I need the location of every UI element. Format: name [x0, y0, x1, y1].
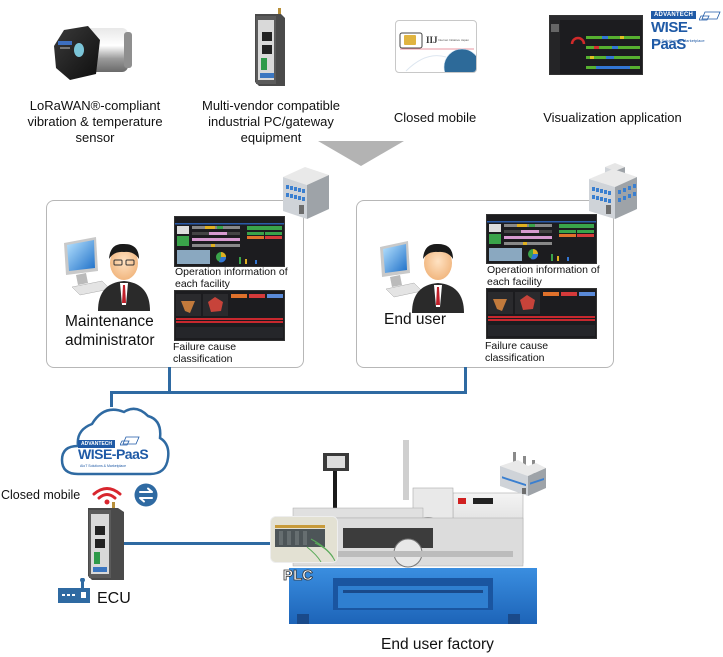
cloud-icon — [60, 407, 170, 476]
advantech-logo: ADVANTECH — [651, 11, 697, 19]
connector-line — [464, 367, 467, 393]
sim-caption: Closed mobile — [393, 110, 477, 125]
enduser-role-label: End user — [384, 311, 447, 328]
wifi-signal-icon — [92, 487, 122, 505]
ecu-label: ECU — [97, 590, 131, 607]
gateway-caption: Multi-vendor compatible industrial PC/ga… — [201, 98, 340, 145]
sync-arrows-icon — [134, 483, 158, 507]
sim-brand-sub: Internet Initiative Japan — [438, 38, 470, 42]
failure-cause-screenshot — [174, 290, 285, 341]
down-arrow-icon — [318, 141, 404, 166]
wise-paas-wordmark: WISE-PaaS — [78, 446, 149, 462]
failure-cause-screenshot — [486, 288, 597, 339]
maintenance-role-label: Maintenance administrator — [65, 313, 155, 349]
failure-cause-caption: Failure cause classification — [485, 340, 549, 364]
windows-outline-icon — [120, 436, 140, 446]
sim-brand: IIJ — [426, 35, 438, 45]
wise-paas-tagline: AIoT Solutions & Marketplace — [652, 38, 705, 43]
operation-info-caption: Operation information of each facility — [175, 266, 288, 290]
plc-label: PLC — [283, 567, 314, 585]
vibration-sensor-icon — [50, 22, 140, 87]
operation-info-caption: Operation information of each facility — [487, 264, 600, 288]
connector-line — [110, 391, 467, 394]
plc-image — [270, 516, 338, 563]
dashboard-screenshot-icon — [549, 15, 643, 75]
factory-icon — [500, 452, 546, 496]
viz-caption: Visualization application — [543, 110, 682, 125]
wise-paas-logo: ADVANTECH WISE-PaaS AIoT Solutions & Mar… — [651, 11, 723, 53]
sensor-caption: LoRaWAN®-compliant vibration & temperatu… — [27, 98, 163, 145]
end-user-factory-label: End user factory — [381, 636, 494, 653]
office-building-icon — [589, 163, 637, 219]
wise-paas-tagline: AIoT Solutions & Marketplace — [80, 464, 127, 468]
operation-info-screenshot — [174, 216, 285, 267]
wise-paas-wordmark: WISE-PaaS — [651, 19, 692, 53]
closed-mobile-label: Closed mobile — [1, 488, 81, 502]
cloud-platform: ADVANTECH WISE-PaaS AIoT Solutions & Mar… — [58, 400, 172, 480]
operation-info-screenshot — [486, 214, 597, 264]
gateway-device-icon — [84, 502, 128, 580]
office-building-icon — [283, 167, 329, 219]
sim-card-icon: IIJ Internet Initiative Japan — [395, 20, 477, 73]
connector-line — [124, 542, 324, 545]
windows-outline-icon — [699, 11, 721, 21]
gateway-device-icon — [253, 8, 287, 86]
advantech-logo: ADVANTECH — [78, 440, 116, 448]
connector-line — [168, 367, 171, 393]
failure-cause-caption: Failure cause classification — [173, 341, 237, 365]
ecu-router-icon — [58, 578, 90, 603]
admin-user-icon — [62, 233, 156, 311]
end-user-icon — [378, 235, 472, 313]
connector-line — [110, 391, 113, 407]
